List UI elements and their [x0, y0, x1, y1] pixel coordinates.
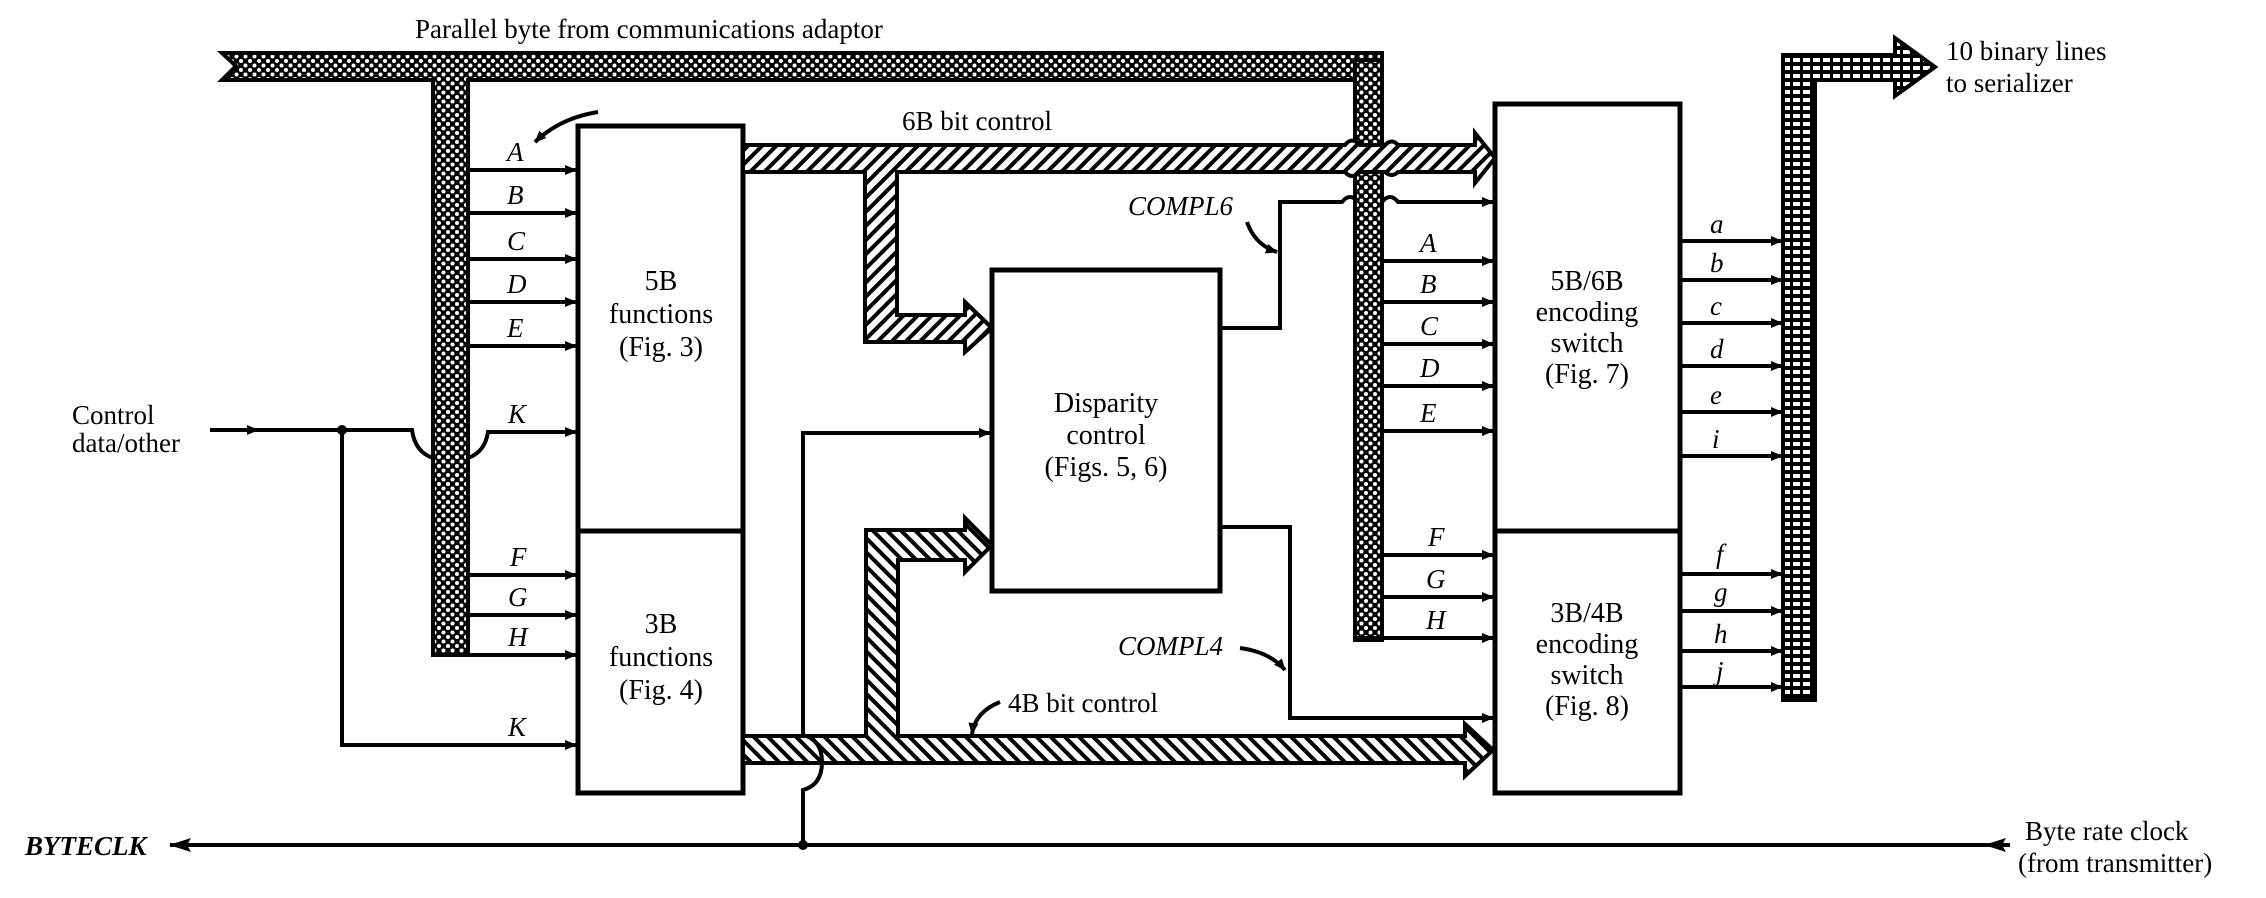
block-3b4b-line1: 3B/4B	[1550, 598, 1623, 629]
output-serializer-bus	[1781, 34, 1939, 702]
input-label-e: E	[506, 313, 524, 343]
input-label-f: F	[509, 542, 527, 572]
outputs-4b: f g h j	[1680, 539, 1783, 692]
block-5b6b-line4: (Fig. 7)	[1545, 359, 1629, 390]
compl4-signal: COMPL4	[1118, 525, 1494, 723]
input-label-g: G	[508, 582, 528, 612]
compl6-label: COMPL6	[1128, 191, 1234, 221]
block-disparity-line1: Disparity	[1054, 388, 1158, 419]
block-3b-line2: functions	[609, 642, 713, 673]
control-label-line2: data/other	[72, 428, 180, 458]
control-input: Control data/other K K	[72, 399, 576, 750]
byteclk-line	[169, 838, 2010, 852]
block-5b6b-line3: switch	[1550, 328, 1623, 359]
output-label-i: i	[1712, 424, 1720, 454]
top-input-label: Parallel byte from communications adapto…	[415, 14, 883, 44]
control-label-line1: Control	[72, 400, 155, 430]
block-5b6b-encoding-switch	[1492, 101, 1683, 534]
switch-input-label-c: C	[1420, 311, 1439, 341]
clock-junction-dot	[798, 840, 808, 850]
block-3b-functions	[575, 528, 746, 796]
block-disparity-control	[989, 267, 1223, 594]
switch-input-label-a: A	[1418, 228, 1437, 258]
input-label-k1: K	[507, 399, 528, 429]
output-label-line2: to serializer	[1946, 68, 2073, 98]
switch-input-label-f: F	[1427, 522, 1445, 552]
bus-6b-label: 6B bit control	[902, 106, 1052, 136]
block-3b4b-encoding-switch	[1492, 528, 1683, 796]
bus-6b-bit-control: 6B bit control	[533, 106, 1498, 357]
block-3b-line1: 3B	[645, 609, 678, 640]
block-disparity-line2: control	[1066, 420, 1146, 451]
output-label-h: h	[1714, 619, 1728, 649]
switch-input-label-d: D	[1419, 353, 1440, 383]
block-3b4b-line2: encoding	[1536, 629, 1639, 660]
input-label-b: B	[507, 180, 524, 210]
byteclk-label: BYTECLK	[24, 831, 149, 861]
clock-to-disparity-wire	[801, 428, 991, 845]
outputs-6b: a b c d e i	[1680, 209, 1783, 461]
switch-input-label-b: B	[1420, 269, 1437, 299]
output-label-b: b	[1710, 248, 1724, 278]
block-5b6b-line2: encoding	[1536, 297, 1639, 328]
input-label-k2: K	[507, 712, 528, 742]
inputs-3b4b-switch: F G H	[1355, 522, 1494, 643]
block-5b-functions	[575, 123, 746, 534]
switch-input-label-g: G	[1426, 564, 1446, 594]
input-label-d: D	[506, 269, 527, 299]
block-3b4b-line3: switch	[1550, 660, 1623, 691]
compl6-signal: COMPL6	[1128, 191, 1493, 330]
inputs-5b6b-switch: A B C D E	[1382, 228, 1494, 436]
block-5b6b-line1: 5B/6B	[1550, 266, 1623, 297]
inputs-3b: F G H	[433, 542, 577, 660]
compl4-label: COMPL4	[1118, 631, 1223, 661]
block-5b-line2: functions	[609, 299, 713, 330]
block-5b-line1: 5B	[645, 266, 678, 297]
block-3b4b-line4: (Fig. 8)	[1545, 691, 1629, 722]
output-label-f: f	[1716, 539, 1727, 569]
input-label-a: A	[505, 137, 524, 167]
inputs-5b: A B C D E	[468, 137, 577, 351]
block-3b-line3: (Fig. 4)	[619, 675, 703, 706]
input-label-h: H	[507, 622, 529, 652]
output-label-d: d	[1710, 334, 1724, 364]
output-label-g: g	[1714, 577, 1728, 607]
clock-label-line1: Byte rate clock	[2025, 816, 2189, 846]
input-label-c: C	[507, 226, 526, 256]
bus-4b-label: 4B bit control	[1008, 688, 1158, 718]
output-label-e: e	[1710, 380, 1722, 410]
switch-input-label-h: H	[1425, 605, 1447, 635]
output-label-j: j	[1713, 656, 1724, 686]
block-disparity-line3: (Figs. 5, 6)	[1045, 452, 1168, 483]
bus-4b-bit-control: 4B bit control	[741, 513, 1496, 781]
clock-label-line2: (from transmitter)	[2018, 848, 2212, 878]
output-label-line1: 10 binary lines	[1946, 36, 2106, 66]
output-label-c: c	[1710, 291, 1722, 321]
block-5b-line3: (Fig. 3)	[619, 332, 703, 363]
output-label-a: a	[1710, 209, 1724, 239]
switch-input-label-e: E	[1419, 398, 1437, 428]
